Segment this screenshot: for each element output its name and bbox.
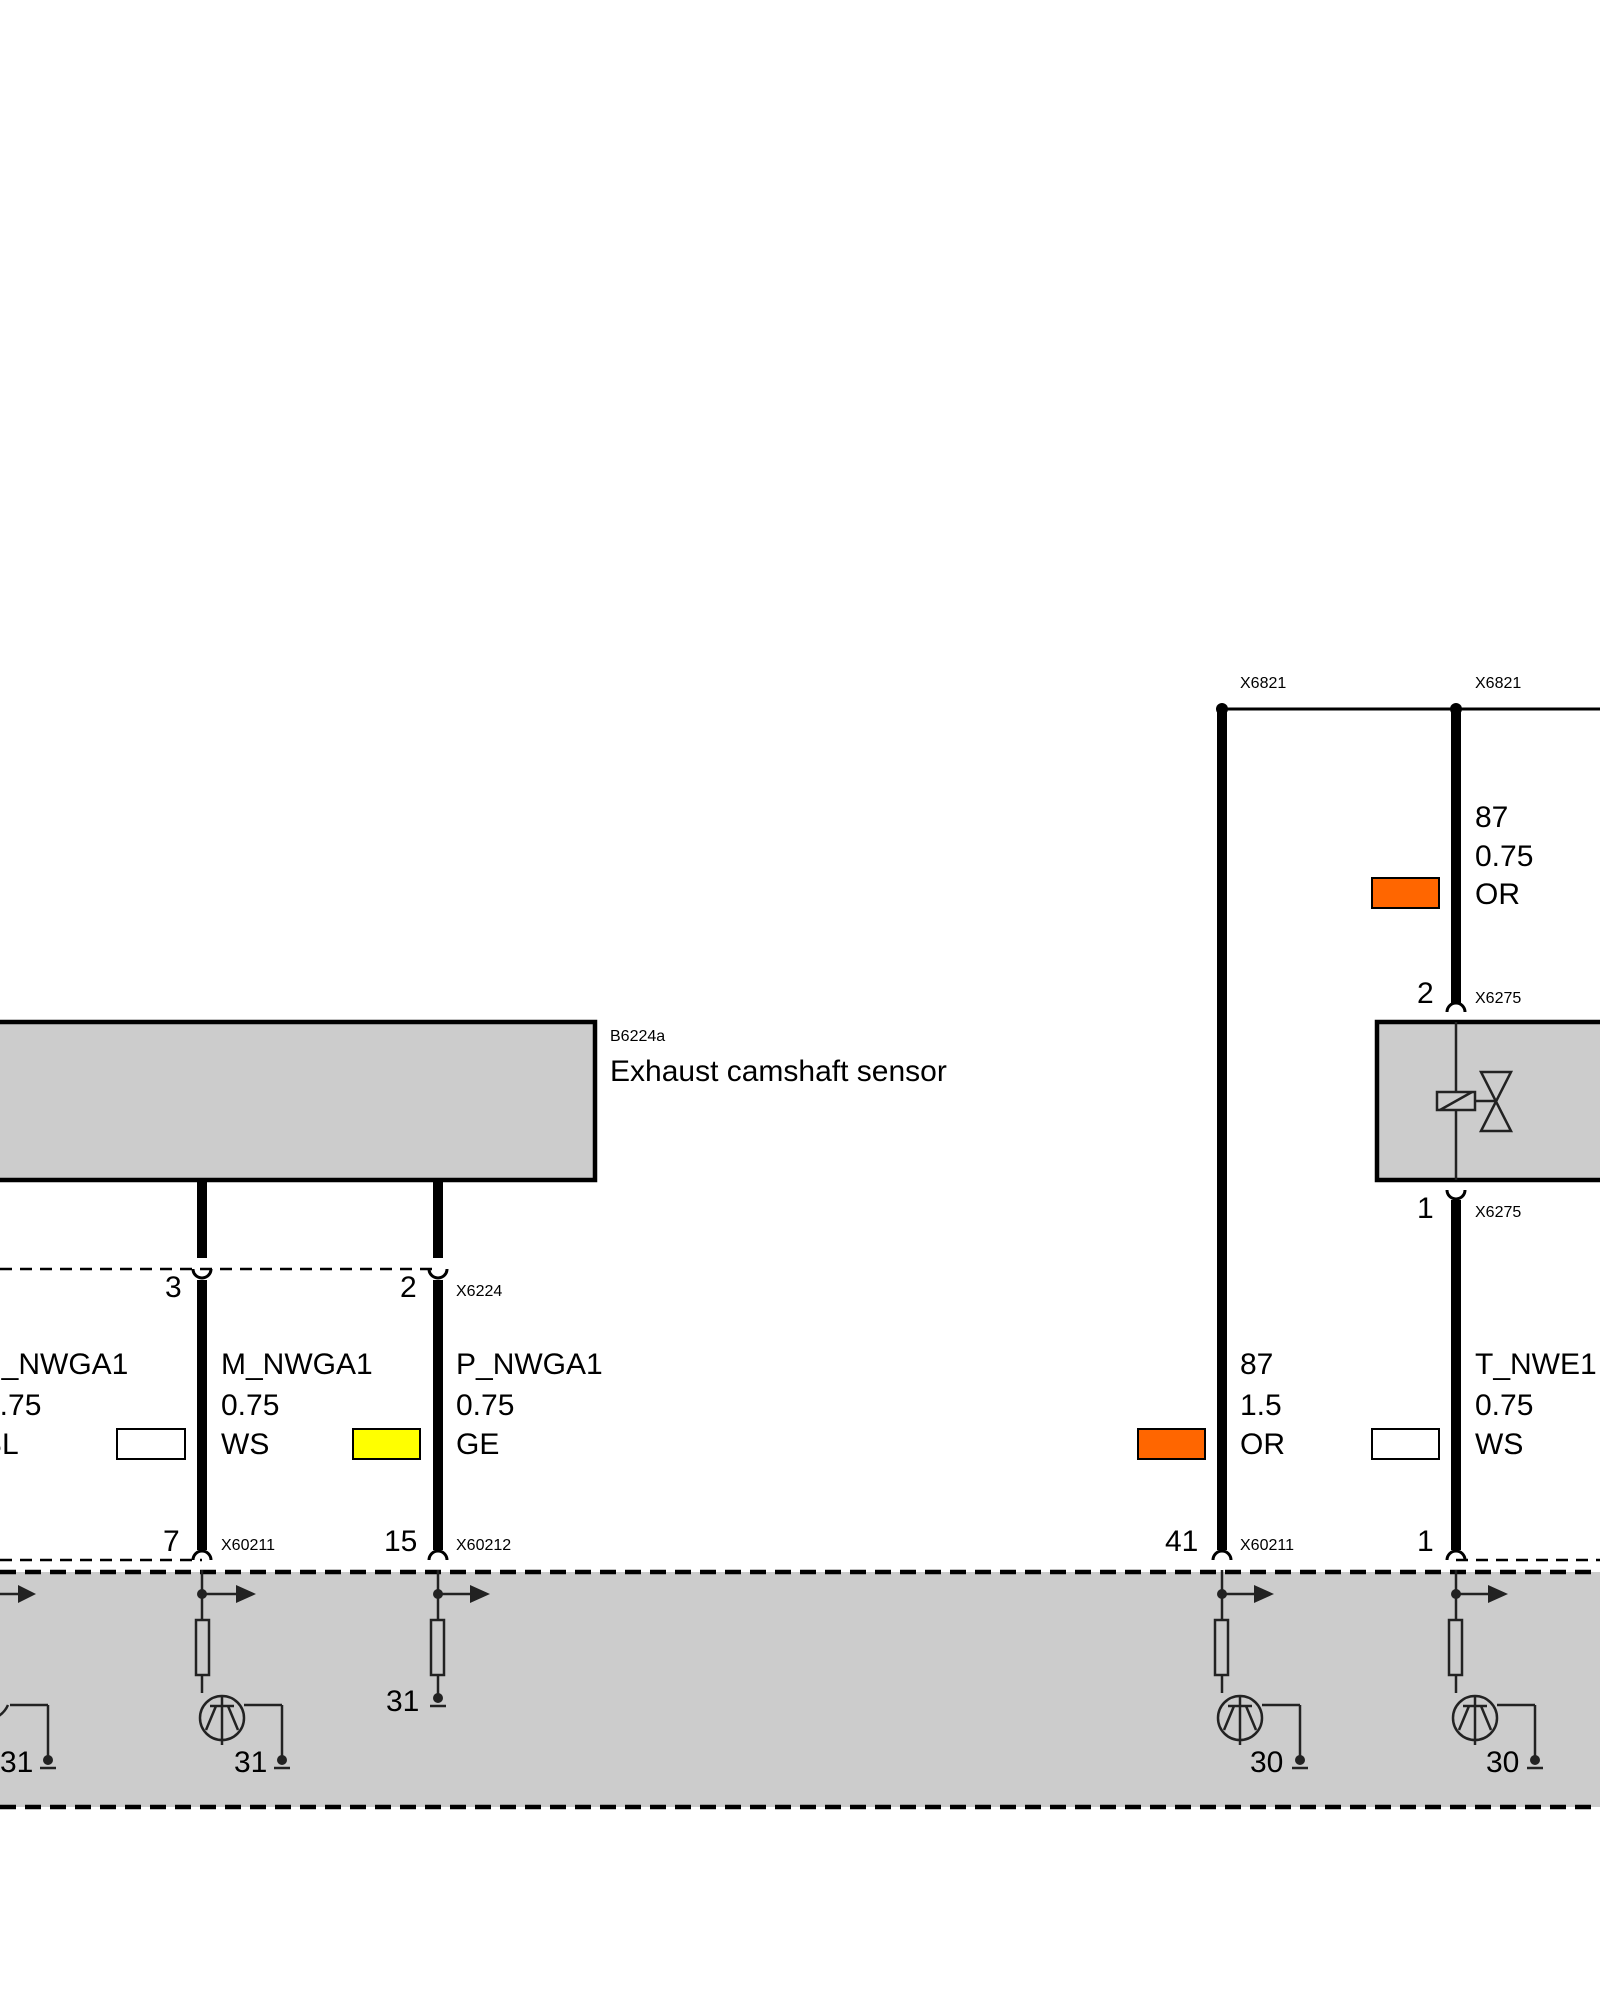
- wire-label-signal-87-valve: 87: [1475, 801, 1508, 834]
- swatch-p-nwga1: [352, 1428, 421, 1460]
- wire-label-gauge-m-nwga1: 0.75: [221, 1389, 279, 1422]
- connector-x6821-right: X6821: [1475, 675, 1521, 692]
- connector-x60212: X60212: [456, 1537, 511, 1554]
- wire-label-color-t-nwe1: WS: [1475, 1428, 1523, 1461]
- wire-label-gauge-87-main: 1.5: [1240, 1389, 1282, 1422]
- sensor-id-label: B6224a: [610, 1028, 665, 1045]
- wire-label-gauge-u-nwga1: 0.75: [0, 1389, 41, 1422]
- connector-arc-valve-pin2: [1445, 1001, 1467, 1013]
- solenoid-coil-slash: [1439, 1090, 1473, 1112]
- pin-label-ecu-41: 41: [1165, 1525, 1198, 1558]
- swatch-u-nwga1: [116, 1428, 186, 1460]
- swatch-87-valve: [1371, 877, 1440, 909]
- wire-label-signal-u-nwga1: U_NWGA1: [0, 1348, 128, 1381]
- ecu-terminal-1: 31: [0, 1746, 33, 1779]
- wire-label-signal-t-nwe1: T_NWE1: [1475, 1348, 1597, 1381]
- pin-label-ecu-15: 15: [384, 1525, 417, 1558]
- wire-label-gauge-87-valve: 0.75: [1475, 840, 1533, 873]
- connector-x6275-bottom: X6275: [1475, 1204, 1521, 1221]
- wire-label-signal-m-nwga1: M_NWGA1: [221, 1348, 373, 1381]
- pin-label-ecu-1: 1: [1417, 1525, 1434, 1558]
- connector-x6224: X6224: [456, 1283, 502, 1300]
- ecu-circuit-2: 31: [194, 1570, 290, 1779]
- pin-label-valve-2: 2: [1417, 977, 1434, 1010]
- wire-label-color-u-nwga1: BL: [0, 1428, 19, 1461]
- ecu-terminal-3: 31: [386, 1685, 419, 1718]
- wire-label-color-p-nwga1: GE: [456, 1428, 499, 1461]
- connector-arc-ecu-15: [427, 1549, 449, 1561]
- ecu-terminal-4: 30: [1250, 1746, 1283, 1779]
- connector-x60211-a: X60211: [221, 1537, 275, 1554]
- ecu-circuit-5: 30: [1447, 1570, 1543, 1779]
- ecu-circuit-3: 31: [386, 1570, 490, 1718]
- connector-arc-valve-pin1: [1445, 1189, 1467, 1201]
- pin-label-sensor-3: 3: [165, 1271, 182, 1304]
- connector-x6821-left: X6821: [1240, 675, 1286, 692]
- wire-label-signal-p-nwga1: P_NWGA1: [456, 1348, 603, 1381]
- connector-arc-sensor-pin3: [191, 1268, 213, 1280]
- ecu-box: [0, 1572, 1600, 1807]
- pin-label-valve-1: 1: [1417, 1192, 1434, 1225]
- connector-arc-sensor-pin2: [427, 1268, 449, 1280]
- wire-label-gauge-p-nwga1: 0.75: [456, 1389, 514, 1422]
- connector-x60211-b: X60211: [1240, 1537, 1294, 1554]
- wire-label-gauge-t-nwe1: 0.75: [1475, 1389, 1533, 1422]
- connector-arc-ecu-41: [1211, 1549, 1233, 1561]
- wire-label-color-87-valve: OR: [1475, 878, 1520, 911]
- exhaust-camshaft-sensor-box: [0, 1019, 598, 1183]
- wire-label-color-m-nwga1: WS: [221, 1428, 269, 1461]
- valve-bowtie-icon: [1478, 1070, 1514, 1133]
- swatch-t-nwe1: [1371, 1428, 1440, 1460]
- ecu-terminal-5: 30: [1486, 1746, 1519, 1779]
- ecu-circuit-1: 31: [0, 1585, 56, 1779]
- pin-label-sensor-2: 2: [400, 1271, 417, 1304]
- ecu-terminal-2: 31: [234, 1746, 267, 1779]
- wire-label-color-87-main: OR: [1240, 1428, 1285, 1461]
- connector-x6275-top: X6275: [1475, 990, 1521, 1007]
- connector-arc-ecu-1: [1445, 1549, 1467, 1561]
- wire-label-signal-87-main: 87: [1240, 1348, 1273, 1381]
- pin-label-ecu-7: 7: [163, 1525, 180, 1558]
- swatch-87-main: [1137, 1428, 1206, 1460]
- connector-arc-ecu-7: [191, 1549, 213, 1561]
- sensor-name-label: Exhaust camshaft sensor: [610, 1055, 947, 1088]
- ecu-circuit-4: 30: [1213, 1570, 1308, 1779]
